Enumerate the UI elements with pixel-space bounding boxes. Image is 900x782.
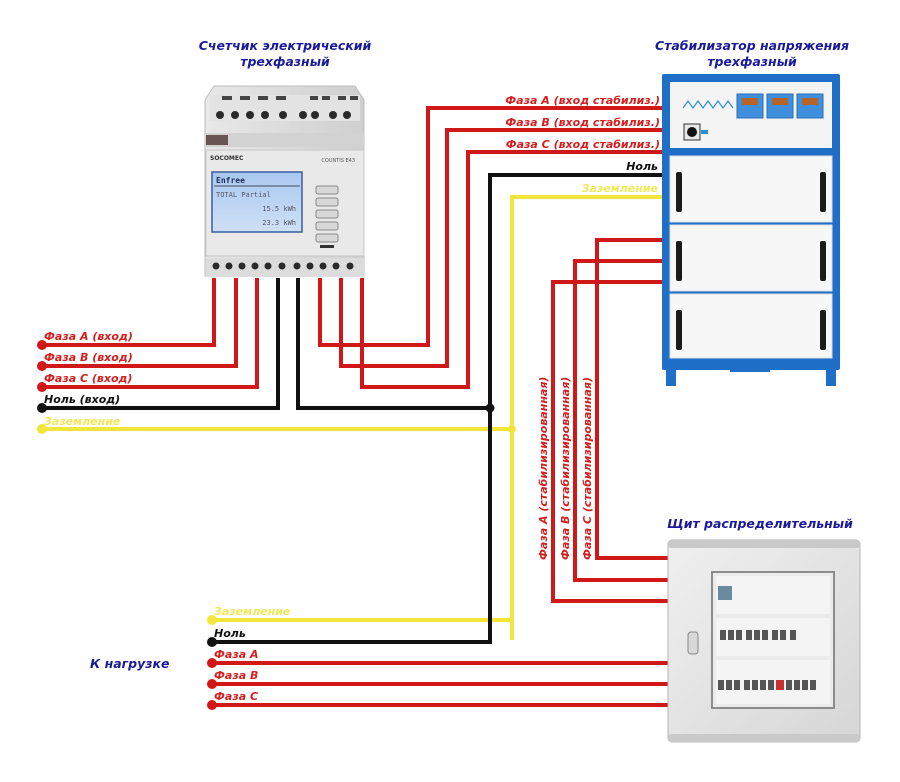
terminal-dot: [37, 361, 47, 371]
label-phase-c-stabilized: Фаза С (стабилизированная): [581, 377, 594, 560]
stabilizer-display: [736, 93, 824, 119]
meter-button: [315, 209, 339, 219]
wire-phase-b-stab-in: [339, 128, 662, 368]
wire-phase-b-stabilized: [573, 259, 668, 582]
electric-meter: SOCOMEC COUNTIS E43 Enfree TOTAL Partial…: [204, 85, 365, 277]
meter-button: [315, 197, 339, 207]
label-ground-load: Заземление: [214, 605, 291, 618]
meter-screen-line1: Enfree: [216, 176, 245, 185]
wire-phase-a-stabilized: [551, 280, 668, 603]
meter-screen-line4: 23.3 kWh: [262, 219, 296, 227]
meter-model: COUNTIS E43: [321, 158, 355, 164]
meter-title-line2: трехфазный: [240, 54, 330, 69]
meter-button: [315, 233, 339, 243]
wire-phase-c-input: [42, 278, 259, 389]
label-phase-c-stab-in: Фаза С (вход стабилиз.): [506, 138, 660, 151]
terminal-dot: [37, 424, 47, 434]
wire-phase-c-stab-in: [360, 150, 662, 389]
input-wires: [37, 278, 512, 434]
label-ground-input: Заземление: [44, 415, 121, 428]
label-phase-b-load: Фаза В: [214, 669, 258, 682]
label-phase-a-input: Фаза А (вход): [44, 330, 133, 343]
meter-screen-line3: 15.5 kWh: [262, 205, 296, 213]
wire-phase-c-stabilized: [595, 238, 668, 560]
panel-title: Щит распределительный: [667, 516, 853, 531]
terminal-dot: [207, 679, 217, 689]
voltage-stabilizer: [662, 74, 840, 386]
handle: [676, 172, 682, 212]
wire-phase-b-input: [42, 278, 238, 368]
wire-neutral-input: [42, 278, 280, 410]
handle: [820, 172, 826, 212]
label-phase-b-input: Фаза В (вход): [44, 351, 133, 364]
label-phase-b-stabilized: Фаза В (стабилизированная): [559, 377, 572, 560]
label-phase-a-stab-in: Фаза А (вход стабилиз.): [505, 94, 660, 107]
handle: [820, 310, 826, 350]
label-phase-a-load: Фаза А: [214, 648, 259, 661]
stabilizer-module: [669, 155, 833, 223]
panel-door-handle: [687, 631, 699, 655]
load-wires: [207, 408, 668, 710]
handle: [820, 241, 826, 281]
wire-phase-a-stab-in: [318, 106, 662, 347]
label-phase-c-load: Фаза С: [214, 690, 258, 703]
breaker-row: [718, 680, 816, 690]
handle: [676, 310, 682, 350]
distribution-panel: [667, 539, 861, 743]
wire-ground-stab: [510, 195, 662, 640]
stabilizer-module: [669, 293, 833, 359]
stabilizer-module: [669, 224, 833, 292]
stabilizer-title-line2: трехфазный: [707, 54, 797, 69]
label-phase-c-input: Фаза С (вход): [44, 372, 132, 385]
handle: [676, 241, 682, 281]
breaker: [718, 586, 732, 600]
label-neutral-load: Ноль: [214, 627, 246, 640]
stabilizer-input-wires: [296, 106, 662, 640]
label-neutral-input: Ноль (вход): [44, 393, 120, 406]
label-phase-b-stab-in: Фаза В (вход стабилиз.): [505, 116, 660, 129]
terminal-dot: [37, 403, 47, 413]
stabilized-wires: [551, 238, 668, 603]
label-ground-stab: Заземление: [582, 182, 659, 195]
meter-button: [315, 185, 339, 195]
terminal-dot: [207, 637, 217, 647]
wire-neutral-load: [212, 408, 492, 644]
meter-button: [315, 221, 339, 231]
junction-dot: [508, 425, 516, 433]
breaker-row: [720, 630, 796, 640]
label-neutral-stab: Ноль: [626, 160, 658, 173]
meter-title-line1: Счетчик электрический: [199, 38, 372, 53]
load-heading: К нагрузке: [90, 656, 170, 671]
terminal-dot: [207, 615, 217, 625]
terminal-dot: [37, 340, 47, 350]
stabilizer-title-line1: Стабилизатор напряжения: [655, 38, 849, 53]
meter-screen-line2: TOTAL Partial: [216, 191, 271, 199]
meter-lcd-screen: [211, 171, 303, 233]
terminal-dot: [207, 658, 217, 668]
wire-phase-a-input: [42, 278, 216, 347]
label-phase-a-stabilized: Фаза А (стабилизированная): [537, 377, 550, 560]
meter-brand: SOCOMEC: [210, 155, 244, 162]
terminal-dot: [207, 700, 217, 710]
terminal-dot: [37, 382, 47, 392]
